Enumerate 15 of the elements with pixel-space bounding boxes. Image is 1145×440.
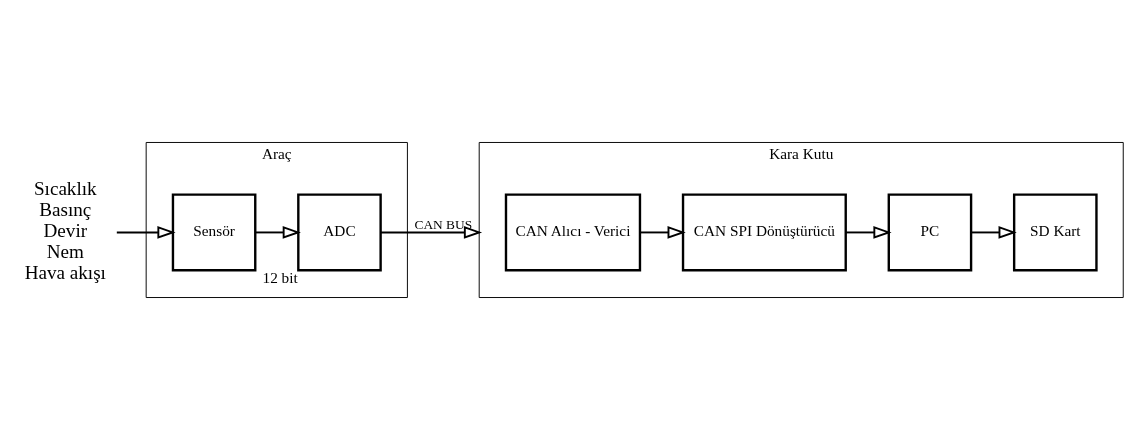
node-box: ADC (297, 193, 382, 272)
arrow (379, 226, 483, 239)
node-label: 12 bit (262, 268, 298, 286)
node-box: SD Kart (1012, 193, 1098, 272)
edge-label: CAN BUS (414, 216, 473, 232)
node-text: Sıcaklık Basınç Devir Nem Hava akışı (24, 178, 106, 284)
arrow (115, 226, 176, 239)
arrow (845, 226, 892, 239)
node-box: Sensör (171, 193, 257, 272)
arrow (970, 226, 1017, 239)
arrow (639, 226, 686, 239)
node-box: CAN SPI Dönüştürücü (681, 193, 847, 272)
node-box: CAN Alıcı - Verici (504, 193, 642, 272)
arrow (254, 226, 301, 239)
node-box: PC (887, 193, 973, 272)
